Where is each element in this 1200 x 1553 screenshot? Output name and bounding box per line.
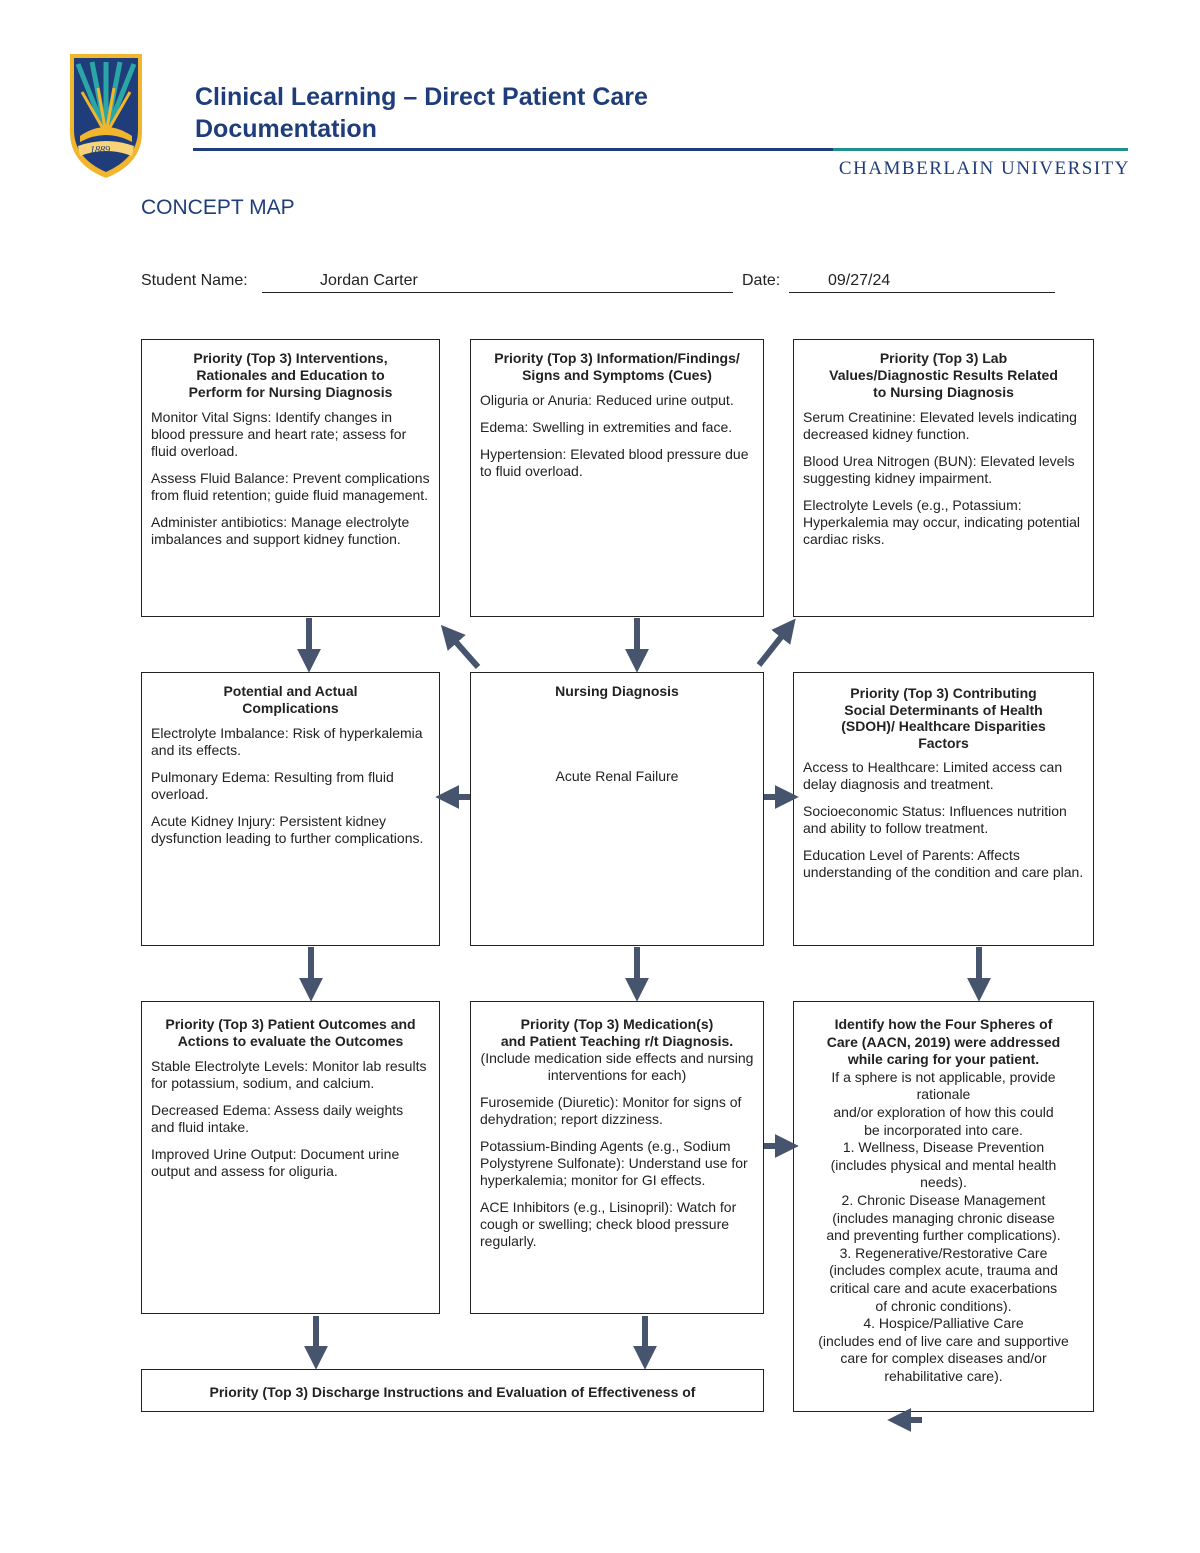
box-complications: Potential and Actual Complications Elect… <box>141 672 440 946</box>
logo-year: 1889 <box>90 145 110 156</box>
list-item: Stable Electrolyte Levels: Monitor lab r… <box>151 1058 427 1091</box>
arrow-up-left-icon <box>440 624 481 669</box>
spheres-line: and preventing further complications). <box>826 1227 1061 1244</box>
spheres-line: and/or exploration of how this could <box>833 1103 1054 1120</box>
spheres-line: rationale <box>916 1086 971 1103</box>
spheres-line: rehabilitative care). <box>884 1367 1003 1384</box>
box-sdoh-heading: Priority (Top 3) Contributing Social Det… <box>841 685 1046 751</box>
spheres-line: If a sphere is not applicable, provide <box>831 1068 1056 1085</box>
list-item: Hypertension: Elevated blood pressure du… <box>480 446 749 479</box>
spheres-line: 3. Regenerative/Restorative Care <box>839 1244 1048 1261</box>
box-nursing-diagnosis: Nursing Diagnosis Acute Renal Failure <box>470 672 764 946</box>
header-rule-blue <box>193 148 833 151</box>
box-spheres-heading: Identify how the Four Spheres of Care (A… <box>826 1016 1061 1068</box>
spheres-line: (includes end of live care and supportiv… <box>818 1332 1069 1349</box>
list-item: Assess Fluid Balance: Prevent complicati… <box>151 470 430 503</box>
box-spheres-of-care: Identify how the Four Spheres of Care (A… <box>793 1001 1094 1412</box>
page-heading: CONCEPT MAP <box>141 196 295 219</box>
list-item: Monitor Vital Signs: Identify changes in… <box>151 409 407 459</box>
box-nursing-diagnosis-heading: Nursing Diagnosis <box>555 683 679 699</box>
spheres-line: of chronic conditions). <box>875 1297 1012 1314</box>
box-medications-heading: Priority (Top 3) Medication(s) and Patie… <box>500 1016 734 1049</box>
spheres-line: 4. Hospice/Palliative Care <box>863 1315 1024 1332</box>
list-item: Socioeconomic Status: Influences nutriti… <box>803 803 1067 836</box>
list-item: Edema: Swelling in extremities and face. <box>480 419 733 435</box>
spheres-line: be incorporated into care. <box>864 1121 1023 1138</box>
university-logo: 1889 <box>68 52 144 180</box>
list-item: Furosemide (Diuretic): Monitor for signs… <box>480 1094 742 1127</box>
spheres-line: needs). <box>920 1174 967 1191</box>
list-item: Decreased Edema: Assess daily weights an… <box>151 1102 404 1135</box>
list-item: Acute Kidney Injury: Persistent kidney d… <box>151 813 424 846</box>
list-item: Electrolyte Levels (e.g., Potassium: Hyp… <box>803 497 1081 547</box>
box-complications-heading: Potential and Actual Complications <box>223 683 358 716</box>
box-medications: Priority (Top 3) Medication(s) and Patie… <box>470 1001 764 1314</box>
date-label: Date: <box>742 272 781 289</box>
box-cues-heading: Priority (Top 3) Information/Findings/ S… <box>494 350 740 383</box>
spheres-line: 1. Wellness, Disease Prevention <box>842 1139 1045 1156</box>
list-item: Blood Urea Nitrogen (BUN): Elevated leve… <box>803 453 1075 486</box>
box-discharge: Priority (Top 3) Discharge Instructions … <box>141 1369 764 1412</box>
student-name-underline <box>262 292 733 293</box>
nursing-diagnosis-value: Acute Renal Failure <box>555 768 679 784</box>
date-value[interactable]: 09/27/24 <box>828 272 891 289</box>
list-item: Education Level of Parents: Affects unde… <box>803 847 1084 880</box>
box-interventions: Priority (Top 3) Interventions, Rational… <box>141 339 440 617</box>
spheres-line: (includes physical and mental health <box>830 1156 1057 1173</box>
box-discharge-heading: Priority (Top 3) Discharge Instructions … <box>209 1384 696 1400</box>
document-title-line1: Clinical Learning – Direct Patient Care <box>195 83 648 111</box>
student-name-value[interactable]: Jordan Carter <box>320 272 418 289</box>
arrow-up-right-icon <box>756 618 796 667</box>
header-rule-teal <box>833 148 1128 151</box>
spheres-line: 2. Chronic Disease Management <box>841 1191 1046 1208</box>
list-item: Administer antibiotics: Manage electroly… <box>151 514 410 547</box>
box-cues: Priority (Top 3) Information/Findings/ S… <box>470 339 764 617</box>
list-item: Access to Healthcare: Limited access can… <box>803 759 1063 792</box>
spheres-line: critical care and acute exacerbations <box>829 1279 1058 1296</box>
list-item: Improved Urine Output: Document urine ou… <box>151 1146 400 1179</box>
list-item: Electrolyte Imbalance: Risk of hyperkale… <box>151 725 423 758</box>
medications-note: (Include medication side effects and nur… <box>480 1050 754 1083</box>
spheres-line: (includes complex acute, trauma and <box>829 1262 1058 1279</box>
document-title-line2: Documentation <box>195 115 377 143</box>
list-item: Serum Creatinine: Elevated levels indica… <box>803 409 1077 442</box>
spheres-line: (includes managing chronic disease <box>832 1209 1055 1226</box>
list-item: ACE Inhibitors (e.g., Lisinopril): Watch… <box>480 1199 737 1249</box>
date-underline <box>789 292 1055 293</box>
box-labs-heading: Priority (Top 3) Lab Values/Diagnostic R… <box>829 350 1058 400</box>
box-interventions-heading: Priority (Top 3) Interventions, Rational… <box>188 350 393 400</box>
box-outcomes: Priority (Top 3) Patient Outcomes and Ac… <box>141 1001 440 1314</box>
box-labs: Priority (Top 3) Lab Values/Diagnostic R… <box>793 339 1094 617</box>
box-outcomes-heading: Priority (Top 3) Patient Outcomes and Ac… <box>165 1016 416 1049</box>
spheres-line: care for complex diseases and/or <box>840 1350 1047 1367</box>
list-item: Oliguria or Anuria: Reduced urine output… <box>480 392 734 408</box>
university-name: CHAMBERLAIN UNIVERSITY <box>838 158 1130 179</box>
student-name-label: Student Name: <box>141 272 248 289</box>
list-item: Pulmonary Edema: Resulting from fluid ov… <box>151 769 394 802</box>
list-item: Potassium-Binding Agents (e.g., Sodium P… <box>480 1138 748 1188</box>
box-sdoh: Priority (Top 3) Contributing Social Det… <box>793 672 1094 946</box>
